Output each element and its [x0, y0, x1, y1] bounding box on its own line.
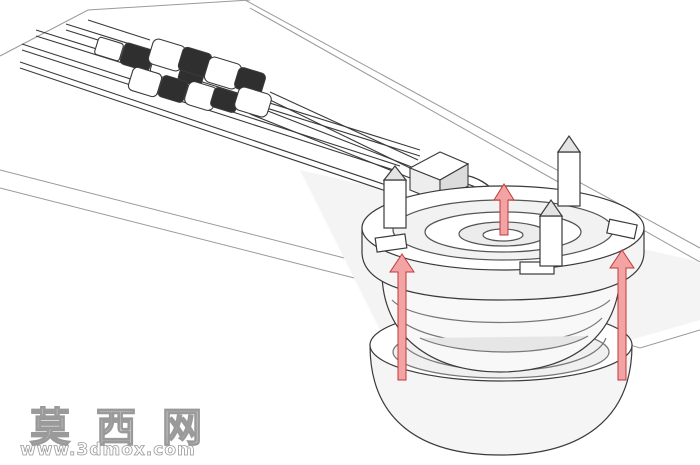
cable-connectors	[94, 36, 272, 118]
alignment-posts	[382, 134, 582, 267]
watermark-chinese: 莫西网	[29, 404, 228, 451]
assembly-arrows	[389, 183, 635, 381]
arrow-up-icon	[609, 249, 635, 381]
arrow-up-icon	[493, 183, 515, 236]
watermark-url: www.3dmox.com	[20, 440, 196, 461]
arrow-up-icon	[389, 253, 415, 381]
